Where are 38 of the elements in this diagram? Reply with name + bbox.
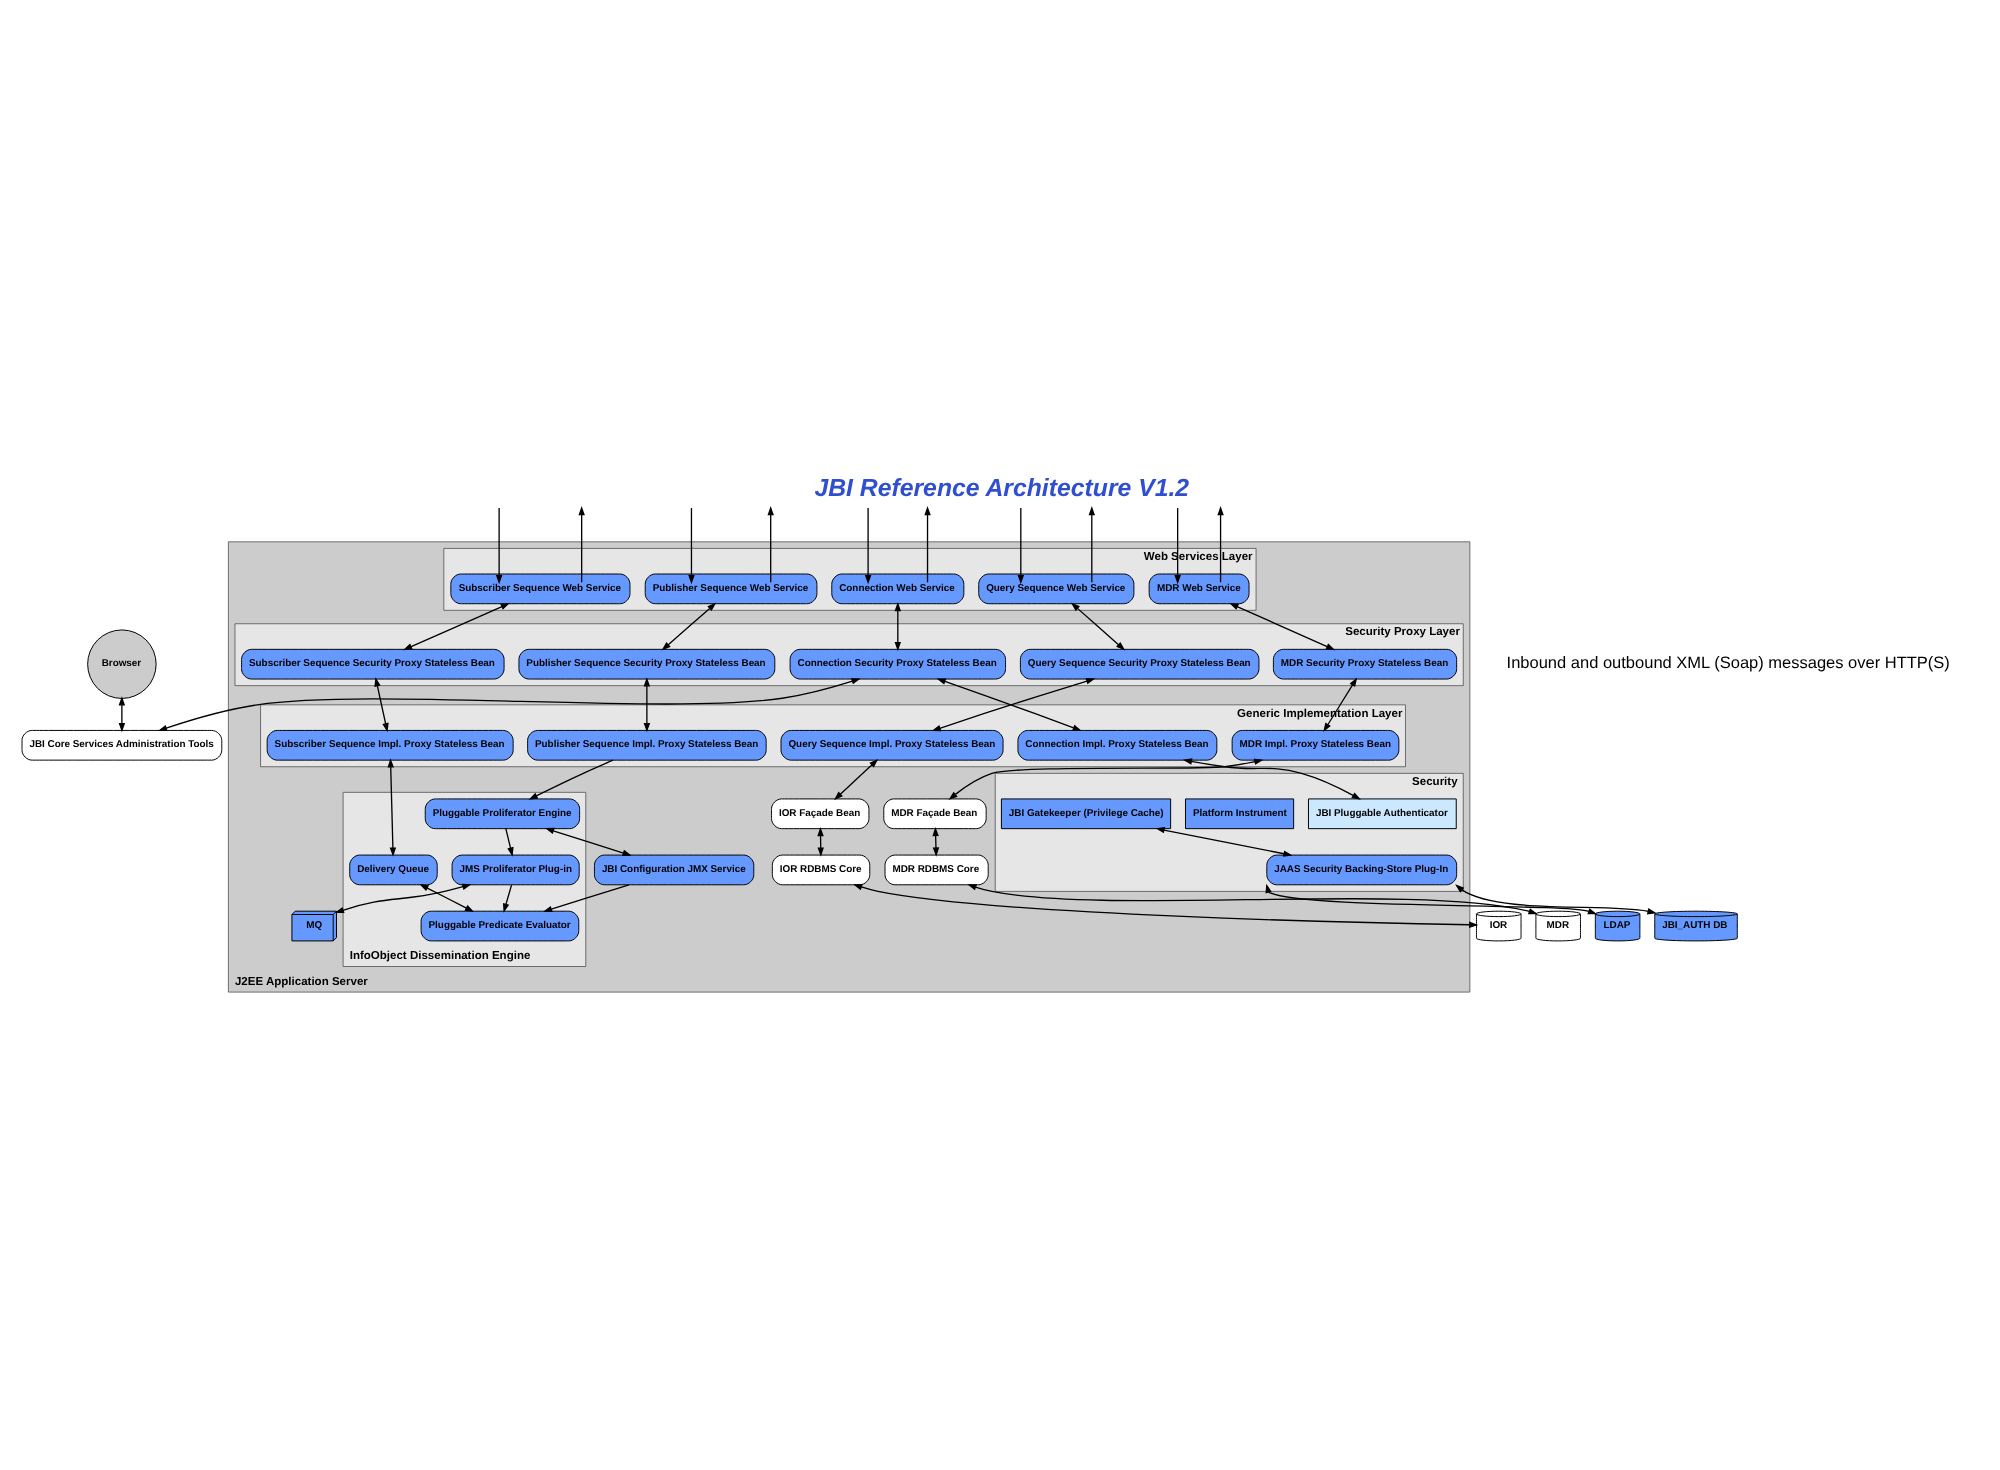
diagram-title: JBI Reference Architecture V1.2 — [813, 472, 1189, 501]
arrow — [1216, 505, 1223, 582]
arrow — [1069, 601, 1125, 650]
arrow — [373, 676, 388, 732]
arrow — [502, 883, 512, 912]
label: Inbound and outbound XML (Soap) messages over HTTP(S) — [1505, 653, 1949, 672]
arrow — [333, 882, 471, 913]
arrow — [1087, 505, 1095, 582]
arrow — [386, 757, 396, 856]
arrow — [1181, 757, 1360, 799]
arrow — [660, 601, 716, 650]
arrow — [541, 883, 629, 912]
arrow — [1173, 506, 1180, 584]
arrow — [1454, 883, 1656, 914]
arrow — [418, 883, 474, 912]
arrow — [893, 600, 901, 651]
arrow — [966, 883, 1537, 914]
arrow — [527, 758, 613, 799]
arrow — [1322, 676, 1357, 732]
arrow — [504, 827, 513, 856]
arrow — [117, 695, 125, 732]
arrow — [687, 506, 694, 584]
arrow — [543, 826, 631, 855]
arrow — [766, 505, 773, 582]
arrow — [1264, 882, 1597, 914]
arrow — [156, 677, 860, 731]
arrow — [852, 883, 1478, 927]
arrow — [947, 757, 1263, 800]
arrow — [863, 506, 871, 584]
arrow — [642, 676, 650, 732]
arrow — [923, 505, 930, 582]
arrow — [494, 506, 502, 584]
arrow — [832, 757, 878, 800]
arrow — [1154, 825, 1292, 856]
arrow — [401, 602, 509, 650]
arrow — [1228, 602, 1335, 650]
arrow — [1016, 506, 1024, 584]
arrow — [577, 505, 584, 582]
